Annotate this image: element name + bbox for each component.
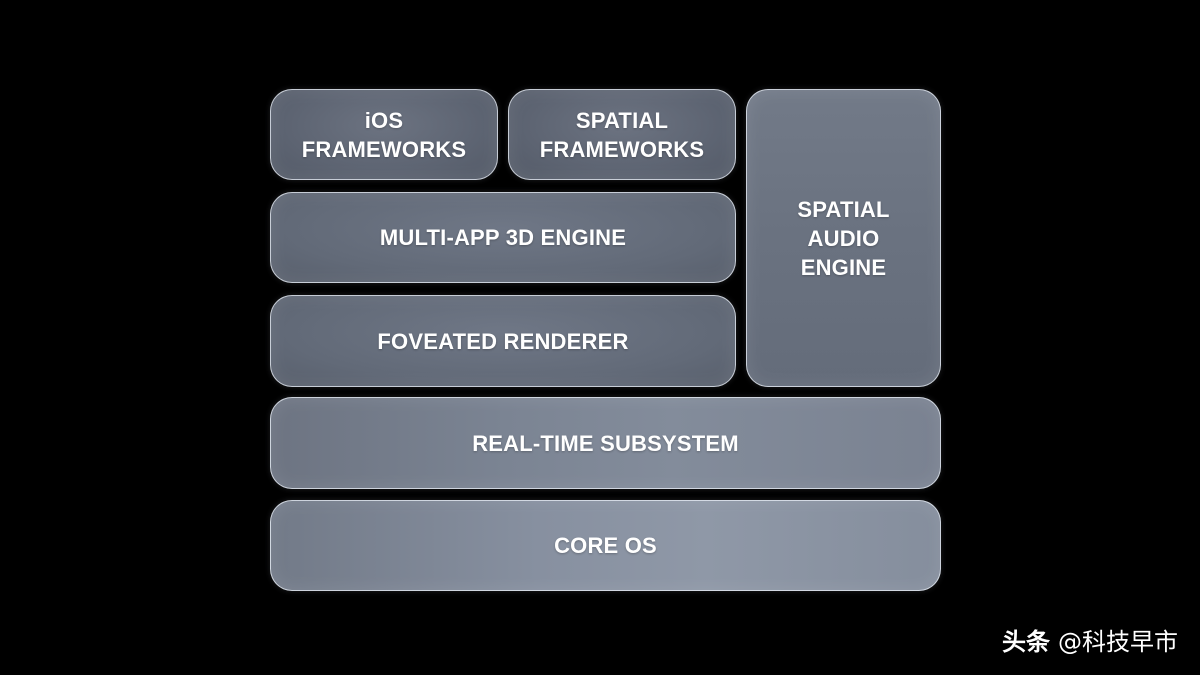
- multi-app-3d-engine-block: MULTI-APP 3D ENGINE: [270, 192, 736, 283]
- watermark-brand: 头条: [1002, 628, 1050, 656]
- ios-frameworks-label: iOS FRAMEWORKS: [302, 106, 467, 164]
- multi-app-3d-engine-label: MULTI-APP 3D ENGINE: [379, 225, 627, 250]
- spatial-audio-engine-line-3: ENGINE: [800, 254, 887, 280]
- spatial-audio-engine-line-2: AUDIO: [807, 225, 880, 251]
- watermark: 头条 @科技早市: [1002, 622, 1178, 657]
- core-os-block: CORE OS: [270, 500, 941, 591]
- spatial-frameworks-block: SPATIAL FRAMEWORKS: [508, 89, 736, 180]
- spatial-audio-engine-line-1: SPATIAL: [797, 196, 890, 222]
- core-os-label: CORE OS: [554, 533, 657, 558]
- foveated-renderer-label: FOVEATED RENDERER: [377, 328, 629, 354]
- real-time-subsystem-label: REAL-TIME SUBSYSTEM: [472, 430, 739, 456]
- ios-frameworks-line-2: FRAMEWORKS: [301, 136, 467, 162]
- real-time-subsystem-block: REAL-TIME SUBSYSTEM: [270, 397, 941, 489]
- ios-frameworks-block: iOS FRAMEWORKS: [270, 89, 498, 180]
- spatial-frameworks-line-2: FRAMEWORKS: [539, 136, 705, 162]
- ios-frameworks-line-1: iOS: [364, 107, 404, 133]
- foveated-renderer-block: FOVEATED RENDERER: [270, 295, 736, 387]
- spatial-audio-engine-label: SPATIAL AUDIO ENGINE: [797, 195, 889, 282]
- spatial-audio-engine-block: SPATIAL AUDIO ENGINE: [746, 89, 941, 387]
- spatial-frameworks-label: SPATIAL FRAMEWORKS: [540, 106, 705, 164]
- spatial-frameworks-line-1: SPATIAL: [575, 107, 669, 133]
- watermark-handle: @科技早市: [1058, 628, 1178, 656]
